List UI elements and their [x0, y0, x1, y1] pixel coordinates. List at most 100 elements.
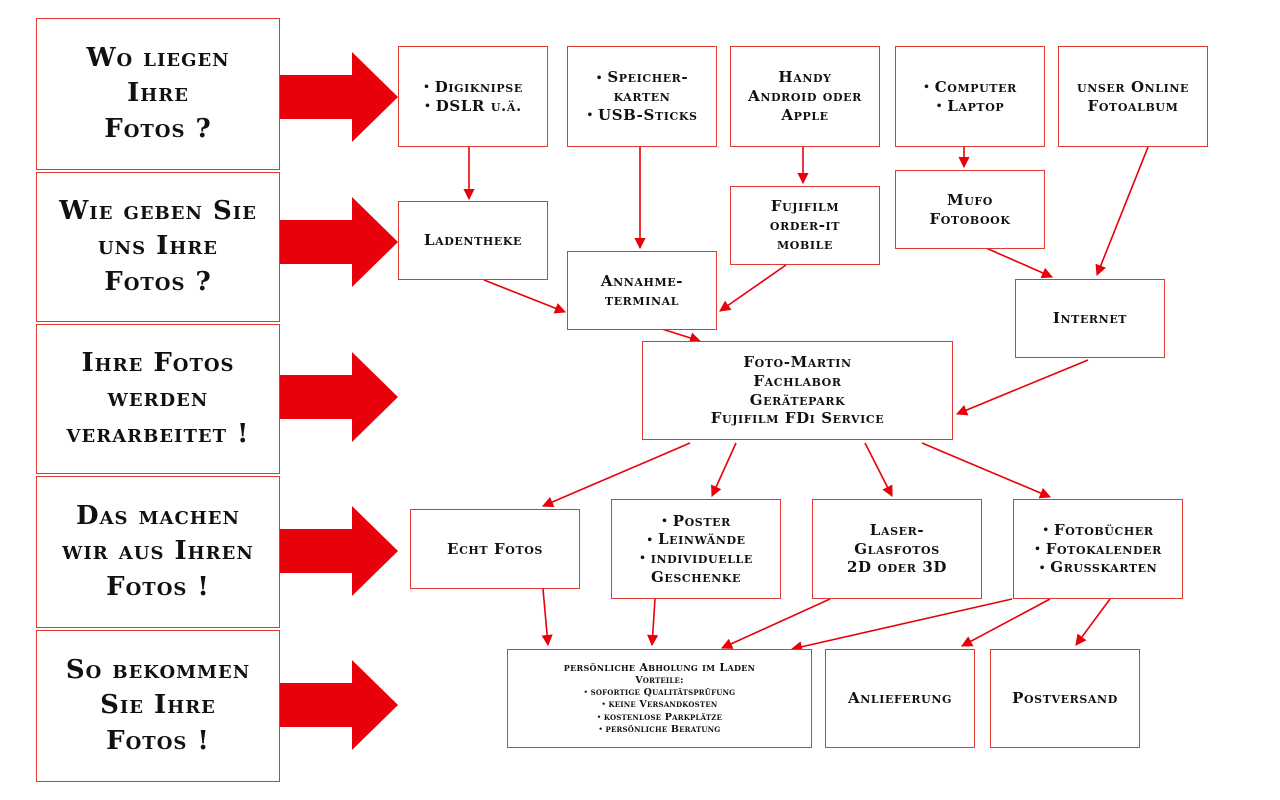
pickup-item: persönliche Beratung: [599, 724, 721, 736]
row-label-line: werden: [107, 383, 209, 414]
lab-line: Fachlabor: [753, 371, 842, 390]
submit-mufo: Mufo Fotobook: [895, 170, 1045, 249]
submit-fujifilm-app: Fujifilm order-it mobile: [730, 186, 880, 265]
arrow-books-to-postversand: [1075, 598, 1111, 646]
arrow-books-to-anlieferung: [961, 598, 1051, 647]
source-line: Digiknipse: [423, 78, 523, 97]
pickup-title: persönliche Abholung im Laden: [563, 660, 756, 674]
arrow-internet-to-lab: [955, 359, 1089, 416]
row-label-processed: Ihre Fotos werden verarbeitet !: [36, 324, 280, 474]
arrow-mufo-to-internet: [985, 247, 1054, 279]
arrow-app-to-terminal: [719, 264, 787, 312]
submit-line: Fujifilm: [770, 197, 840, 216]
submit-line: mobile: [777, 234, 833, 253]
lab-line: Gerätepark: [749, 390, 846, 409]
submit-line: terminal: [604, 290, 680, 309]
delivery-label: Anlieferung: [848, 689, 952, 708]
pickup-item: kostenlose Parkplätze: [597, 712, 722, 724]
submit-line: Annahme-: [600, 271, 684, 290]
row-label-line: uns Ihre: [97, 231, 219, 262]
row-label-line: Ihre: [127, 78, 189, 109]
row-label-line: Fotos !: [106, 571, 210, 602]
product-line: Laser-: [869, 520, 925, 539]
row-label-line: Wo liegen: [86, 43, 230, 74]
product-line: Poster: [661, 512, 731, 531]
product-line: Fotokalender: [1034, 540, 1162, 559]
delivery-label: Postversand: [1012, 689, 1118, 708]
submit-line: Mufo: [947, 190, 993, 209]
product-label: Echt Fotos: [447, 539, 543, 558]
pickup-item: keine Versandkosten: [602, 699, 718, 711]
big-arrow-icon: [280, 197, 398, 287]
lab-line: Foto-Martin: [743, 353, 852, 371]
big-arrow-icon: [280, 352, 398, 442]
source-line: Computer: [923, 78, 1017, 97]
submit-label: Internet: [1052, 309, 1128, 328]
source-online-album: unser Online Fotoalbum: [1058, 46, 1208, 147]
source-line: Laptop: [936, 97, 1005, 116]
arrow-poster-to-pickup: [647, 598, 659, 647]
row-label-line: So bekommen: [65, 655, 251, 686]
delivery-pickup: persönliche Abholung im Laden Vorteile: …: [507, 649, 812, 748]
big-arrow-icon: [280, 660, 398, 750]
arrow-ladentheke-to-terminal: [483, 279, 567, 314]
source-line: Android oder: [748, 87, 862, 106]
product-line: Geschenke: [650, 567, 742, 586]
source-line: karten: [613, 87, 671, 106]
row-label-line: Fotos !: [106, 725, 210, 756]
row-label-line: wir aus Ihren: [62, 536, 254, 567]
row-label-line: verarbeitet !: [66, 418, 250, 449]
delivery-anlieferung: Anlieferung: [825, 649, 975, 748]
product-photobooks: Fotobücher Fotokalender Grusskarten: [1013, 499, 1183, 599]
arrow-online-to-internet: [1095, 146, 1149, 277]
arrow-lab-to-echtfotos: [541, 442, 691, 508]
row-label-where: Wo liegen Ihre Fotos ?: [36, 18, 280, 170]
row-label-line: Fotos ?: [104, 266, 212, 297]
arrow-lab-to-laser: [864, 442, 893, 497]
source-line: Handy: [778, 68, 832, 87]
source-line: Apple: [781, 105, 829, 124]
product-line: individuelle: [639, 549, 753, 568]
submit-ladentheke: Ladentheke: [398, 201, 548, 280]
submit-line: order-it: [769, 216, 841, 235]
row-label-line: Sie Ihre: [100, 690, 216, 721]
product-line: Fotobücher: [1042, 521, 1153, 540]
arrow-books-to-pickup: [790, 598, 1013, 653]
product-poster: Poster Leinwände individuelle Geschenke: [611, 499, 781, 599]
product-line: Leinwände: [646, 530, 745, 549]
source-line: USB-Sticks: [586, 106, 697, 125]
pickup-subtitle: Vorteile:: [635, 674, 684, 686]
product-laser-glass: Laser- Glasfotos 2D oder 3D: [812, 499, 982, 599]
row-label-line: Wie geben Sie: [59, 196, 257, 227]
submit-terminal: Annahme- terminal: [567, 251, 717, 330]
arrow-lab-to-poster: [711, 442, 737, 498]
arrow-lab-to-books: [921, 442, 1052, 499]
arrow-laser-to-pickup: [720, 598, 831, 649]
source-line: unser Online: [1077, 77, 1189, 96]
row-label-line: Ihre Fotos: [81, 348, 235, 379]
product-line: 2D oder 3D: [847, 558, 947, 577]
big-arrow-icon: [280, 52, 398, 142]
submit-label: Ladentheke: [424, 231, 522, 250]
source-cameras: Digiknipse DSLR u.ä.: [398, 46, 548, 147]
source-line: Fotoalbum: [1087, 96, 1179, 115]
product-line: Glasfotos: [854, 539, 940, 558]
source-line: Speicher-: [596, 68, 689, 87]
row-label-line: Fotos ?: [104, 113, 212, 144]
product-echt-fotos: Echt Fotos: [410, 509, 580, 589]
lab-line: Fujifilm FDi Service: [710, 409, 885, 428]
source-memory-cards: Speicher- karten USB-Sticks: [567, 46, 717, 147]
source-computer: Computer Laptop: [895, 46, 1045, 147]
source-handy: Handy Android oder Apple: [730, 46, 880, 147]
row-label-how-give: Wie geben Sie uns Ihre Fotos ?: [36, 172, 280, 322]
product-line: Grusskarten: [1039, 558, 1158, 577]
delivery-postversand: Postversand: [990, 649, 1140, 748]
row-label-line: Das machen: [76, 501, 240, 532]
submit-internet: Internet: [1015, 279, 1165, 358]
processing-lab: Foto-Martin Fachlabor Gerätepark Fujifil…: [642, 341, 953, 440]
row-label-products: Das machen wir aus Ihren Fotos !: [36, 476, 280, 628]
submit-line: Fotobook: [929, 209, 1011, 228]
pickup-item: sofortige Qualitätsprüfung: [584, 687, 736, 699]
